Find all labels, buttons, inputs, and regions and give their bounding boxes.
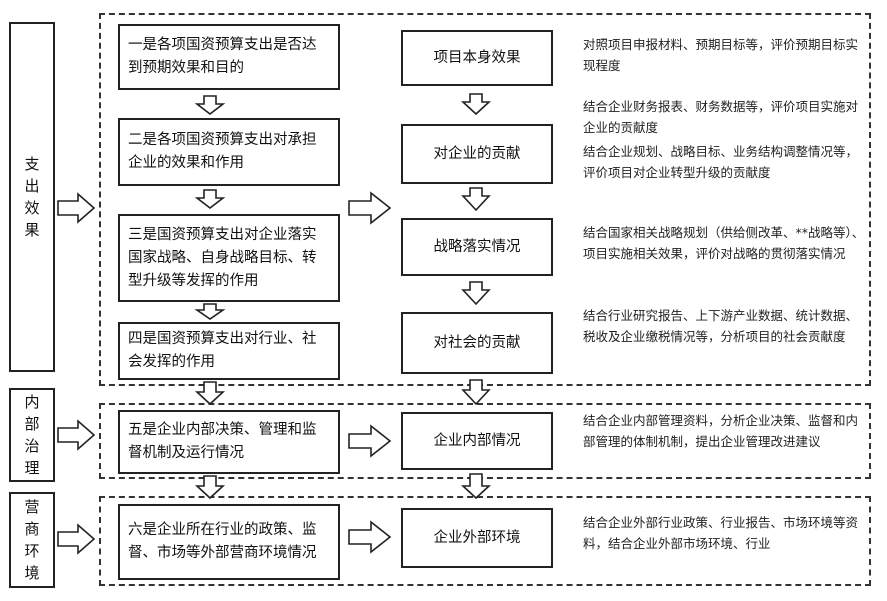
middle-box-text: 对社会的贡献 xyxy=(433,334,521,351)
down-arrow-icon xyxy=(461,379,491,406)
middle-box-5: 企业内部情况 xyxy=(401,412,553,470)
description-5: 结合行业研究报告、上下游产业数据、统计数据、税收及企业缴税情况等，分析项目的社会… xyxy=(583,308,859,344)
middle-box-text: 企业外部环境 xyxy=(433,529,521,546)
section-frame-governance xyxy=(99,403,871,479)
middle-box-6: 企业外部环境 xyxy=(401,508,553,568)
description-4: 结合国家相关战略规划（供给侧改革、**战略等）、项目实施相关效果，评价对战略的贯… xyxy=(583,225,865,261)
middle-box-1: 项目本身效果 xyxy=(401,30,553,86)
section-label-text: 营商环境 xyxy=(24,498,40,582)
right-arrow-icon xyxy=(57,192,96,224)
section-label-text: 支出效果 xyxy=(24,155,40,239)
right-arrow-icon xyxy=(348,424,392,458)
left-box-text: 二是各项国资预算支出对承担企业的效果和作用 xyxy=(128,132,317,171)
down-arrow-icon xyxy=(461,281,491,306)
description-1: 对照项目申报材料、预期目标等，评价预期目标实现程度 xyxy=(583,37,859,73)
left-box-2: 二是各项国资预算支出对承担企业的效果和作用 xyxy=(118,118,340,186)
section-label-governance: 内部治理 xyxy=(9,388,55,482)
description-3: 结合企业规划、战略目标、业务结构调整情况等，评价项目对企业转型升级的贡献度 xyxy=(583,144,859,180)
left-box-3: 三是国资预算支出对企业落实国家战略、自身战略目标、转型升级等发挥的作用 xyxy=(118,214,340,302)
right-arrow-icon xyxy=(348,520,392,554)
down-arrow-icon xyxy=(461,187,491,212)
down-arrow-icon xyxy=(194,95,226,116)
left-box-text: 六是企业所在行业的政策、监督、市场等外部营商环境情况 xyxy=(128,522,317,561)
middle-box-text: 企业内部情况 xyxy=(433,432,521,449)
description-2: 结合企业财务报表、财务数据等，评价项目实施对企业的贡献度 xyxy=(583,99,859,135)
right-arrow-icon xyxy=(348,191,392,225)
down-arrow-icon xyxy=(194,475,226,500)
left-box-text: 一是各项国资预算支出是否达到预期效果和目的 xyxy=(128,37,317,76)
left-box-5: 五是企业内部决策、管理和监督机制及运行情况 xyxy=(118,410,340,474)
left-box-4: 四是国资预算支出对行业、社会发挥的作用 xyxy=(118,322,340,380)
middle-box-text: 对企业的贡献 xyxy=(433,145,521,162)
section-label-expenditure: 支出效果 xyxy=(9,22,55,372)
middle-box-4: 对社会的贡献 xyxy=(401,312,553,374)
down-arrow-icon xyxy=(194,381,226,406)
section-label-text: 内部治理 xyxy=(24,393,40,477)
middle-box-3: 战略落实情况 xyxy=(401,218,553,276)
left-box-text: 五是企业内部决策、管理和监督机制及运行情况 xyxy=(128,422,317,461)
down-arrow-icon xyxy=(194,189,226,210)
down-arrow-icon xyxy=(194,303,226,320)
description-7: 结合企业外部行业政策、行业报告、市场环境等资料，结合企业外部市场环境、行业 xyxy=(583,515,859,551)
section-frame-expenditure xyxy=(99,13,871,386)
down-arrow-icon xyxy=(460,93,492,116)
right-arrow-icon xyxy=(57,523,96,555)
middle-box-text: 战略落实情况 xyxy=(433,238,521,255)
section-frame-business xyxy=(99,496,871,586)
description-6: 结合企业内部管理资料，分析企业决策、监督和内部管理的体制机制，提出企业管理改进建… xyxy=(583,413,859,449)
section-label-business: 营商环境 xyxy=(9,492,55,588)
left-box-text: 三是国资预算支出对企业落实国家战略、自身战略目标、转型升级等发挥的作用 xyxy=(128,226,317,289)
left-box-6: 六是企业所在行业的政策、监督、市场等外部营商环境情况 xyxy=(118,504,340,580)
middle-box-text: 项目本身效果 xyxy=(433,49,521,66)
left-box-text: 四是国资预算支出对行业、社会发挥的作用 xyxy=(128,331,317,370)
middle-box-2: 对企业的贡献 xyxy=(401,124,553,184)
down-arrow-icon xyxy=(460,473,492,500)
right-arrow-icon xyxy=(57,419,96,451)
left-box-1: 一是各项国资预算支出是否达到预期效果和目的 xyxy=(118,24,340,90)
